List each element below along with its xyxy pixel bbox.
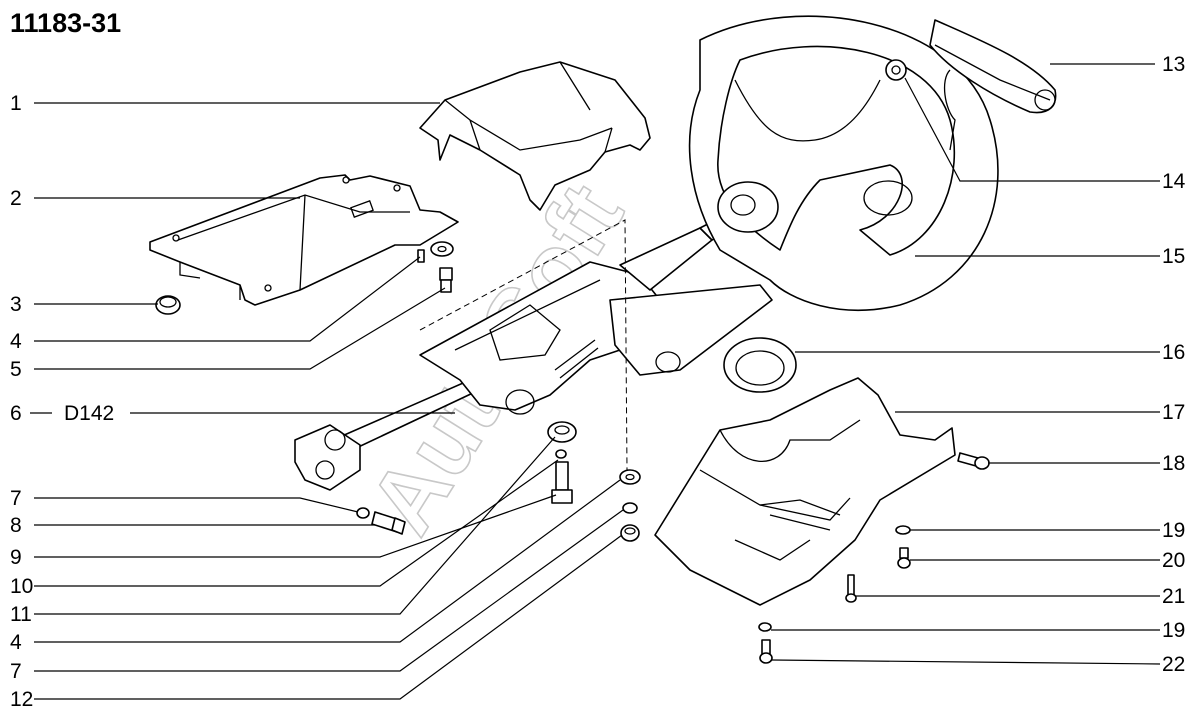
callout-6: 6 [10, 402, 22, 425]
left-callouts: 1 2 3 4 5 6 D142 7 8 9 10 11 4 7 12 [10, 92, 114, 711]
callout-14: 14 [1162, 170, 1186, 193]
mounting-bracket [149, 174, 459, 306]
flange-nut [155, 295, 181, 315]
steering-column [294, 204, 773, 491]
callout-4-lower: 4 [10, 631, 22, 654]
callout-5: 5 [10, 358, 22, 381]
callout-3: 3 [10, 293, 22, 316]
lower-shroud [654, 377, 956, 606]
bolt-upper [417, 249, 453, 293]
diagram-title: 11183-31 [10, 8, 121, 38]
callout-19-upper: 19 [1162, 519, 1185, 542]
airbag-module [929, 19, 1057, 151]
right-callouts: 13 14 15 16 17 18 19 20 21 19 22 [1162, 53, 1186, 676]
callout-11: 11 [10, 603, 32, 626]
assembly-axis [419, 219, 628, 471]
lower-fasteners [619, 469, 641, 542]
small-fasteners [758, 525, 911, 664]
callout-2: 2 [10, 187, 22, 210]
leader-lines [34, 63, 1161, 700]
callout-12: 12 [10, 688, 33, 711]
clamp-bolt [356, 507, 406, 535]
callout-10: 10 [10, 575, 33, 598]
callout-6-code: D142 [64, 402, 114, 425]
shroud-screw [957, 452, 990, 470]
upper-shroud [419, 61, 651, 211]
callout-8: 8 [10, 514, 22, 537]
callout-4-upper: 4 [10, 330, 22, 353]
washer-upper [430, 241, 454, 257]
callout-18: 18 [1162, 452, 1185, 475]
shear-bolt [547, 421, 577, 504]
steering-wheel [688, 15, 999, 312]
contact-ring [723, 337, 797, 393]
callout-7-upper: 7 [10, 487, 22, 510]
callout-13: 13 [1162, 53, 1185, 76]
callout-16: 16 [1162, 341, 1185, 364]
callout-9: 9 [10, 546, 22, 569]
wheel-nut [885, 59, 907, 81]
callout-7-lower: 7 [10, 660, 22, 683]
callout-19-lower: 19 [1162, 619, 1185, 642]
callout-20: 20 [1162, 549, 1185, 572]
callout-1: 1 [10, 92, 22, 115]
callout-15: 15 [1162, 245, 1185, 268]
callout-21: 21 [1162, 585, 1185, 608]
callout-17: 17 [1162, 401, 1185, 424]
callout-22: 22 [1162, 653, 1185, 676]
